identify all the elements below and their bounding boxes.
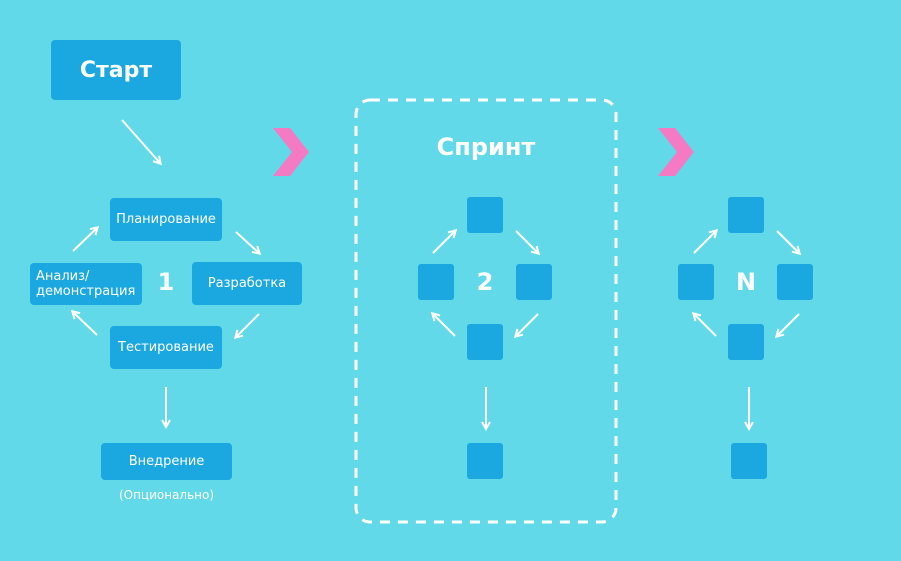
optional-note: (Опционально) bbox=[118, 488, 215, 502]
iter-n-bottom-square bbox=[728, 324, 764, 360]
analysis-label: Анализ/ демонстрация bbox=[36, 269, 136, 299]
arrow-sprint-right-to-bottom bbox=[516, 313, 539, 336]
arrow-testing-to-analysis bbox=[73, 312, 98, 336]
arrow-sprint-left-to-top bbox=[432, 231, 455, 254]
testing-box: Тестирование bbox=[110, 326, 222, 369]
arrow-n-top-to-right bbox=[776, 230, 799, 253]
arrow-planning-to-development bbox=[235, 231, 259, 253]
planning-label: Планирование bbox=[116, 212, 216, 227]
iteration-1-number: 1 bbox=[157, 268, 175, 296]
arrow-development-to-testing bbox=[236, 313, 260, 337]
arrow-start-to-planning bbox=[121, 119, 160, 163]
arrow-n-right-to-bottom bbox=[777, 313, 800, 336]
development-box: Разработка bbox=[192, 262, 302, 305]
iter-n-right-square bbox=[777, 264, 813, 300]
sprint-bottom-square bbox=[467, 324, 503, 360]
iter-n-top-square bbox=[728, 197, 764, 233]
planning-box: Планирование bbox=[110, 198, 222, 241]
sprint-right-square bbox=[516, 264, 552, 300]
arrow-sprint-top-to-right bbox=[515, 230, 538, 253]
sprint-deploy-square bbox=[467, 443, 503, 479]
sprint-title: Спринт bbox=[436, 133, 536, 161]
iter-n-left-square bbox=[678, 264, 714, 300]
arrow-analysis-to-planning bbox=[72, 228, 97, 252]
start-label: Старт bbox=[79, 57, 153, 83]
iteration-n-number: N bbox=[735, 268, 757, 296]
arrow-sprint-bottom-to-left bbox=[433, 314, 456, 337]
deployment-box: Внедрение bbox=[101, 443, 232, 480]
start-box: Старт bbox=[51, 40, 181, 100]
sprint-frame bbox=[354, 98, 618, 524]
chevron-right-icon bbox=[273, 128, 309, 176]
deployment-label: Внедрение bbox=[128, 454, 205, 469]
sprint-left-square bbox=[418, 264, 454, 300]
testing-label: Тестирование bbox=[118, 340, 214, 355]
iteration-2-number: 2 bbox=[476, 268, 494, 296]
arrow-n-bottom-to-left bbox=[694, 314, 717, 337]
arrow-n-left-to-top bbox=[693, 231, 716, 254]
iter-n-deploy-square bbox=[731, 443, 767, 479]
development-label: Разработка bbox=[207, 276, 287, 291]
chevron-right-icon bbox=[658, 128, 694, 176]
analysis-box: Анализ/ демонстрация bbox=[30, 263, 142, 305]
sprint-top-square bbox=[467, 197, 503, 233]
